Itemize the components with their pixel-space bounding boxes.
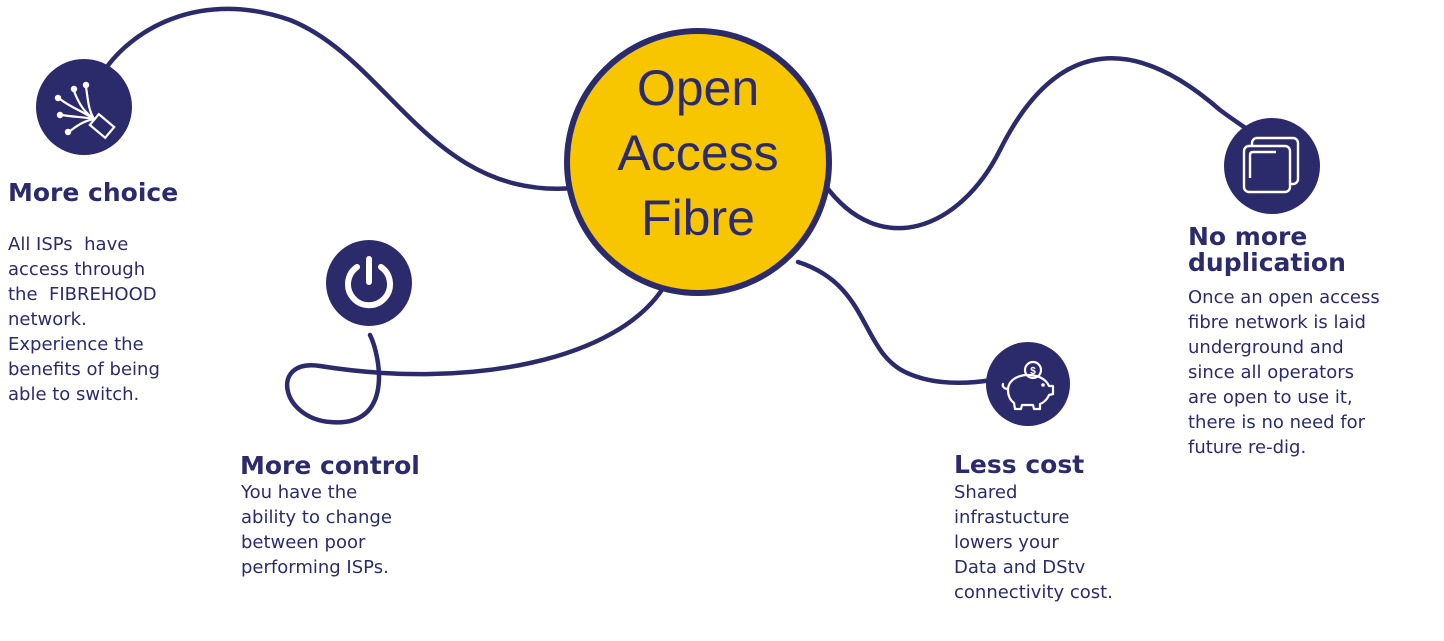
no-more-duplication-line: there is no need for — [1188, 412, 1366, 433]
less-cost-line: Data and DStv — [954, 557, 1086, 578]
less-cost-line: lowers your — [954, 532, 1059, 553]
more-choice-description: All ISPs have access through the FIBREHO… — [8, 232, 160, 407]
more-choice-line: network. — [8, 309, 87, 330]
hub-title-line-2: Access — [617, 125, 779, 181]
more-choice-line: benefits of being — [8, 359, 160, 380]
connector-no-more-duplication — [822, 56, 1257, 231]
piggy-bank-icon: $ — [986, 342, 1070, 426]
less-cost-line: connectivity cost. — [954, 582, 1113, 603]
hub-circle: Open Access Fibre — [564, 28, 832, 296]
fibre-optic-strands-icon — [36, 59, 132, 155]
more-choice-line: Experience the — [8, 334, 144, 355]
less-cost-line: Shared — [954, 482, 1018, 503]
hub-title-line-1: Open — [636, 60, 760, 116]
less-cost-line: infrastucture — [954, 507, 1070, 528]
no-more-duplication-heading-line: duplication — [1188, 248, 1346, 277]
more-control-line: You have the — [241, 482, 358, 503]
more-control-description: You have the ability to change between p… — [241, 480, 392, 580]
no-more-duplication-line: underground and — [1188, 337, 1344, 358]
more-control-heading: More control — [240, 451, 420, 480]
more-control-line: between poor — [241, 532, 366, 553]
no-more-duplication-line: are open to use it, — [1188, 387, 1353, 408]
more-control-line: performing ISPs. — [241, 557, 389, 578]
more-choice-line: All ISPs have — [8, 234, 129, 255]
less-cost-description: Shared infrastucture lowers your Data an… — [954, 480, 1113, 605]
no-more-duplication-line: Once an open access — [1188, 287, 1380, 308]
no-more-duplication-description: Once an open access fibre network is lai… — [1188, 285, 1380, 460]
no-more-duplication-line: since all operators — [1188, 362, 1355, 383]
more-control-line: ability to change — [241, 507, 392, 528]
connector-more-control — [284, 282, 668, 425]
svg-text:$: $ — [1030, 366, 1036, 377]
hub-title-line-3: Fibre — [641, 190, 755, 246]
no-more-duplication-heading: No more duplication — [1188, 224, 1346, 276]
more-choice-line: the FIBREHOOD — [8, 284, 157, 305]
less-cost-heading: Less cost — [954, 450, 1085, 479]
more-choice-line: able to switch. — [8, 384, 140, 405]
duplicate-squares-icon — [1224, 118, 1320, 214]
connector-more-choice — [97, 6, 578, 191]
no-more-duplication-line: fibre network is laid — [1188, 312, 1366, 333]
connector-less-cost — [795, 259, 995, 386]
power-icon — [326, 240, 412, 326]
no-more-duplication-heading-line: No more — [1188, 222, 1308, 251]
more-choice-line: access through — [8, 259, 146, 280]
more-choice-heading: More choice — [8, 178, 179, 207]
no-more-duplication-line: future re-dig. — [1188, 437, 1307, 458]
